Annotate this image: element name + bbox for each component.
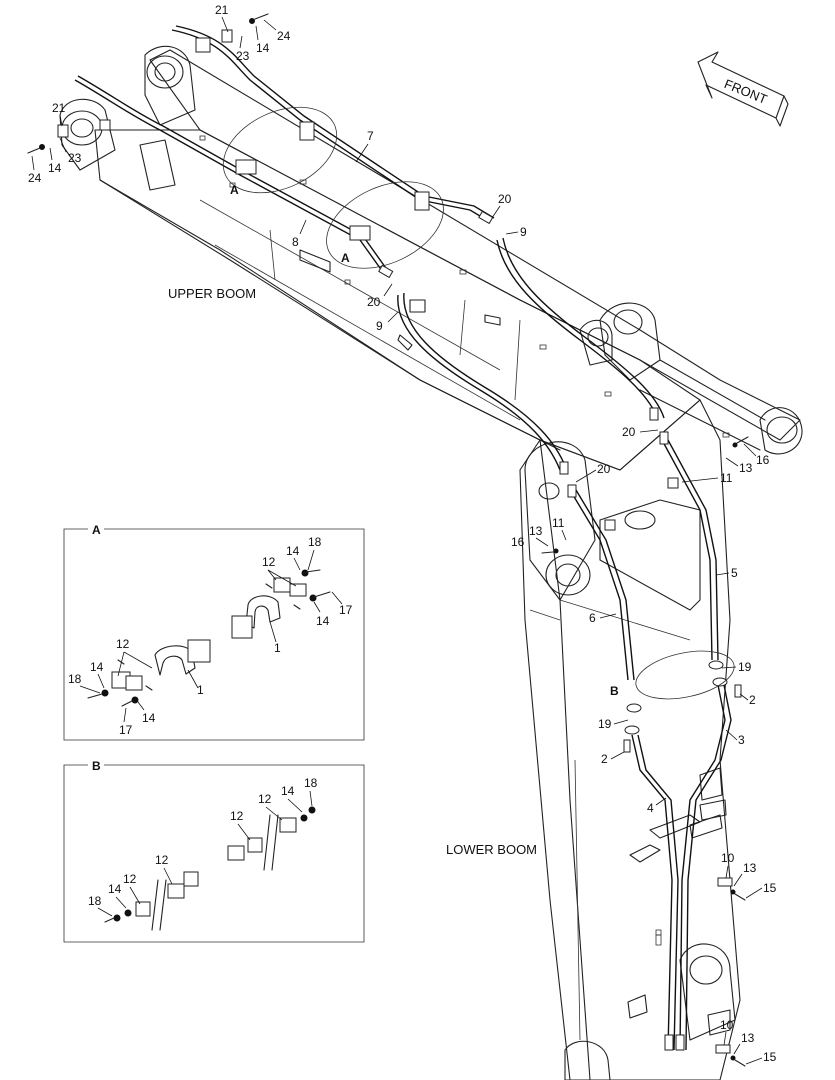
callout-13-lower: 13 [741, 1031, 755, 1045]
callout-2-right: 2 [749, 693, 756, 707]
callout-13-upper: 13 [743, 861, 757, 875]
main-callouts: 21 23 14 24 21 23 14 24 7 8 20 9 20 9 20… [28, 3, 777, 1065]
callout-10-lower: 10 [720, 1018, 734, 1032]
callout-14-left: 14 [48, 161, 62, 175]
detail-b-callout-12-lower2: 12 [155, 853, 169, 867]
detail-a-circle-left [222, 106, 338, 194]
callout-15-lower: 15 [763, 1050, 777, 1064]
callout-15-upper: 15 [763, 881, 777, 895]
callout-2-left: 2 [601, 752, 608, 766]
detail-b-callout-12-lower: 12 [123, 872, 137, 886]
detail-a-callout-14-lower2: 14 [142, 711, 156, 725]
ref-a-left: A [230, 183, 239, 197]
upper-boom-label: UPPER BOOM [168, 286, 256, 301]
detail-b-callout-12-upper: 12 [230, 809, 244, 823]
detail-a-callout-14-upper2: 14 [316, 614, 330, 628]
detail-a-callout-1-lower: 1 [197, 683, 204, 697]
callout-24-left: 24 [28, 171, 42, 185]
detail-a-callout-18-lower: 18 [68, 672, 82, 686]
detail-b-callout-18-lower: 18 [88, 894, 102, 908]
detail-b-callout-12-upper2: 12 [258, 792, 272, 806]
callout-13-left: 13 [529, 524, 543, 538]
callout-6: 6 [589, 611, 596, 625]
hose-lines [27, 13, 749, 1067]
detail-a-callout-18-upper: 18 [308, 535, 322, 549]
detail-a-callout-14-upper: 14 [286, 544, 300, 558]
callout-9-upper: 9 [520, 225, 527, 239]
callout-16-left: 16 [511, 535, 525, 549]
callout-14-top: 14 [256, 41, 270, 55]
front-label: FRONT [722, 76, 769, 107]
detail-a-circle-right [326, 181, 444, 269]
detail-a-callout-14-lower: 14 [90, 660, 104, 674]
callout-24-top: 24 [277, 29, 291, 43]
callout-20-upper: 20 [498, 192, 512, 206]
detail-a-callout-12-lower: 12 [116, 637, 130, 651]
detail-a-callout-17-lower: 17 [119, 723, 133, 737]
front-arrow: FRONT [697, 51, 789, 127]
callout-20-mid: 20 [367, 295, 381, 309]
callout-11-left: 11 [552, 516, 565, 530]
callout-23-top: 23 [236, 49, 250, 63]
detail-b-callout-14-upper: 14 [281, 784, 295, 798]
detail-b-title: B [92, 759, 101, 773]
detail-box-a: A 12 14 18 1 17 14 12 [63, 523, 365, 741]
callout-23-left: 23 [68, 151, 82, 165]
detail-a-callout-17-upper: 17 [339, 603, 353, 617]
callout-7: 7 [367, 129, 374, 143]
ref-b: B [610, 684, 619, 698]
upper-boom-structure [59, 45, 803, 471]
callout-8: 8 [292, 235, 299, 249]
detail-b-callout-14-lower: 14 [108, 882, 122, 896]
ref-a-right: A [341, 251, 350, 265]
detail-b-circle [635, 650, 735, 700]
detail-a-callout-12-upper: 12 [262, 555, 276, 569]
lower-boom-label: LOWER BOOM [446, 842, 537, 857]
callout-10-upper: 10 [721, 851, 735, 865]
callout-3: 3 [738, 733, 745, 747]
detail-box-b: B 12 12 14 18 12 12 14 18 [63, 759, 365, 943]
callout-20-center: 20 [597, 462, 611, 476]
callout-19-right: 19 [738, 660, 752, 674]
callout-13-right: 13 [739, 461, 753, 475]
callout-16-right: 16 [756, 453, 770, 467]
callout-4: 4 [647, 801, 654, 815]
callout-19-left: 19 [598, 717, 612, 731]
detail-a-title: A [92, 523, 101, 537]
callout-20-right: 20 [622, 425, 636, 439]
callout-21-left: 21 [52, 101, 66, 115]
callout-11-right: 11 [720, 471, 733, 485]
lower-boom-structure [519, 399, 741, 1080]
callout-21-top: 21 [215, 3, 229, 17]
callout-9-mid: 9 [376, 319, 383, 333]
detail-a-callout-1-upper: 1 [274, 641, 281, 655]
callout-5: 5 [731, 566, 738, 580]
detail-b-callout-18-upper: 18 [304, 776, 318, 790]
